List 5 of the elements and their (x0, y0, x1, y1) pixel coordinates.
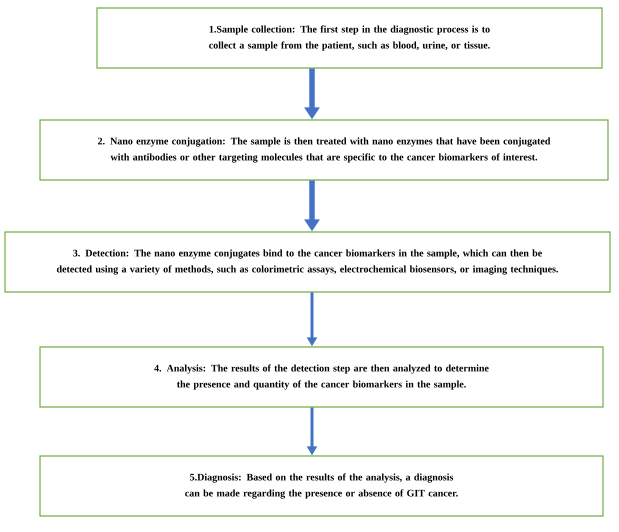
process-box: 5.Diagnosis: Based on the results of the analysis, a diagnosis can be made regarding the presence or absence of GIT cancer. (39, 455, 604, 517)
process-box: 2. Nano enzyme conjugation: The sample is then treated with nano enzymes that have been conjugated with antibodies or other targeting molecules that are specific to the cancer biomarkers of interest. (39, 119, 609, 181)
process-box: 1.Sample collection: The first step in the diagnostic process is to collect a sample from the patient, such as blood, urine, or tissue. (96, 7, 603, 69)
process-box: 4. Analysis: The results of the detection step are then analyzed to determine the presence and quantity of the cancer biomarkers in the sample. (39, 346, 604, 408)
process-box: 3. Detection: The nano enzyme conjugates bind to the cancer biomarkers in the sample, which can then be detected using a variety of methods, such as colorimetric assays, electrochemical biosensors, or imaging techniques. (4, 231, 611, 293)
